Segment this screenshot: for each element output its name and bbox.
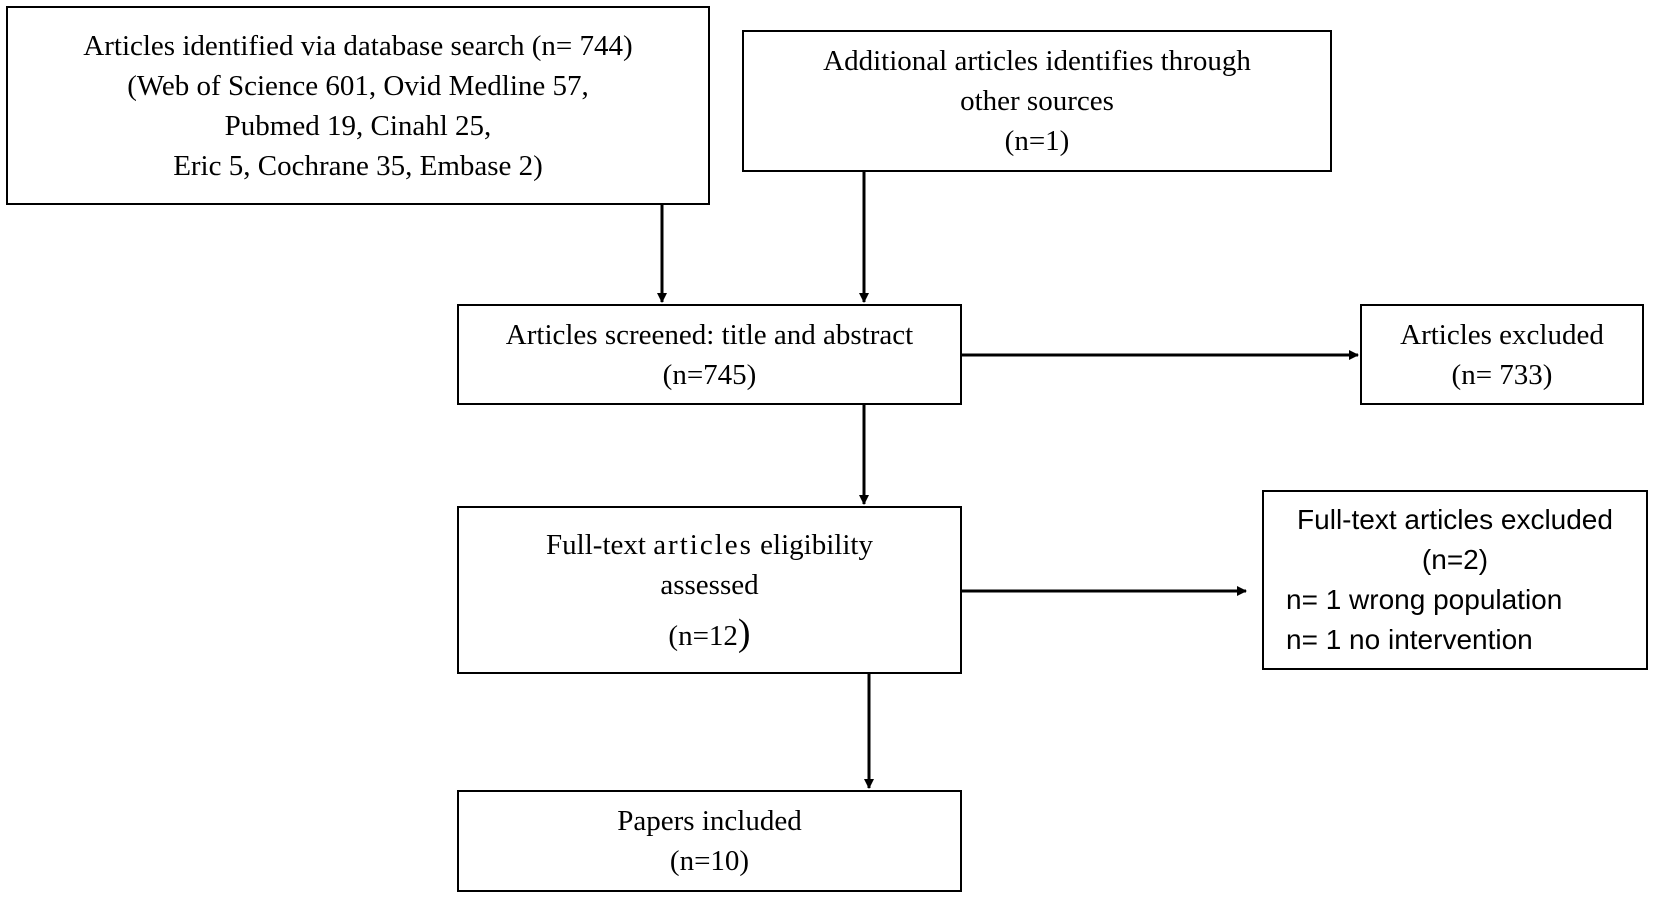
additional-line-1: Additional articles identifies through	[823, 45, 1251, 77]
fulltext-line-3-paren: )	[737, 611, 751, 654]
fulltext-line-1: Full-text articles eligibility	[546, 525, 873, 565]
additional-line-2: other sources	[960, 85, 1114, 117]
screened-line-1: Articles screened: title and abstract	[505, 318, 914, 351]
fulltext-excluded-line-1: Full-text articles excluded	[1297, 504, 1613, 535]
screened-line-2: (n=745)	[662, 358, 757, 391]
fulltext-excluded-line-2: (n=2)	[1421, 544, 1489, 575]
fulltext-line-1-mid: articles	[653, 528, 753, 561]
additional-line-3: (n=1)	[1004, 125, 1070, 157]
additional-box: Additional articles identifies through o…	[742, 30, 1332, 172]
fulltext-line-3: (n=12)	[668, 613, 750, 656]
included-line-1: Papers included	[617, 805, 802, 837]
fulltext-line-1-end: eligibility	[752, 528, 873, 561]
identified-line-4: Eric 5, Cochrane 35, Embase 2)	[173, 149, 543, 182]
identified-line-1: Articles identified via database search …	[83, 29, 633, 62]
fulltext-excluded-line-4: n= 1 no intervention	[1286, 624, 1533, 655]
fulltext-line-2: assessed	[660, 568, 759, 601]
screened-box: Articles screened: title and abstract (n…	[457, 304, 962, 405]
excluded-line-2: (n= 733)	[1451, 358, 1553, 391]
fulltext-excluded-line-3: n= 1 wrong population	[1286, 584, 1563, 615]
fulltext-box: Full-text articles eligibility assessed …	[457, 506, 962, 674]
fulltext-line-3-count: (n=12	[668, 619, 738, 652]
fulltext-line-1-start: Full-text	[546, 528, 654, 561]
identified-line-3: Pubmed 19, Cinahl 25,	[224, 109, 492, 142]
fulltext-excluded-box: Full-text articles excluded (n=2) n= 1 w…	[1262, 490, 1648, 670]
included-line-2: (n=10)	[669, 845, 750, 877]
excluded-box: Articles excluded (n= 733)	[1360, 304, 1644, 405]
identified-line-2: (Web of Science 601, Ovid Medline 57,	[127, 69, 589, 102]
excluded-line-1: Articles excluded	[1400, 318, 1604, 351]
included-box: Papers included (n=10)	[457, 790, 962, 892]
identified-box: Articles identified via database search …	[6, 6, 710, 205]
